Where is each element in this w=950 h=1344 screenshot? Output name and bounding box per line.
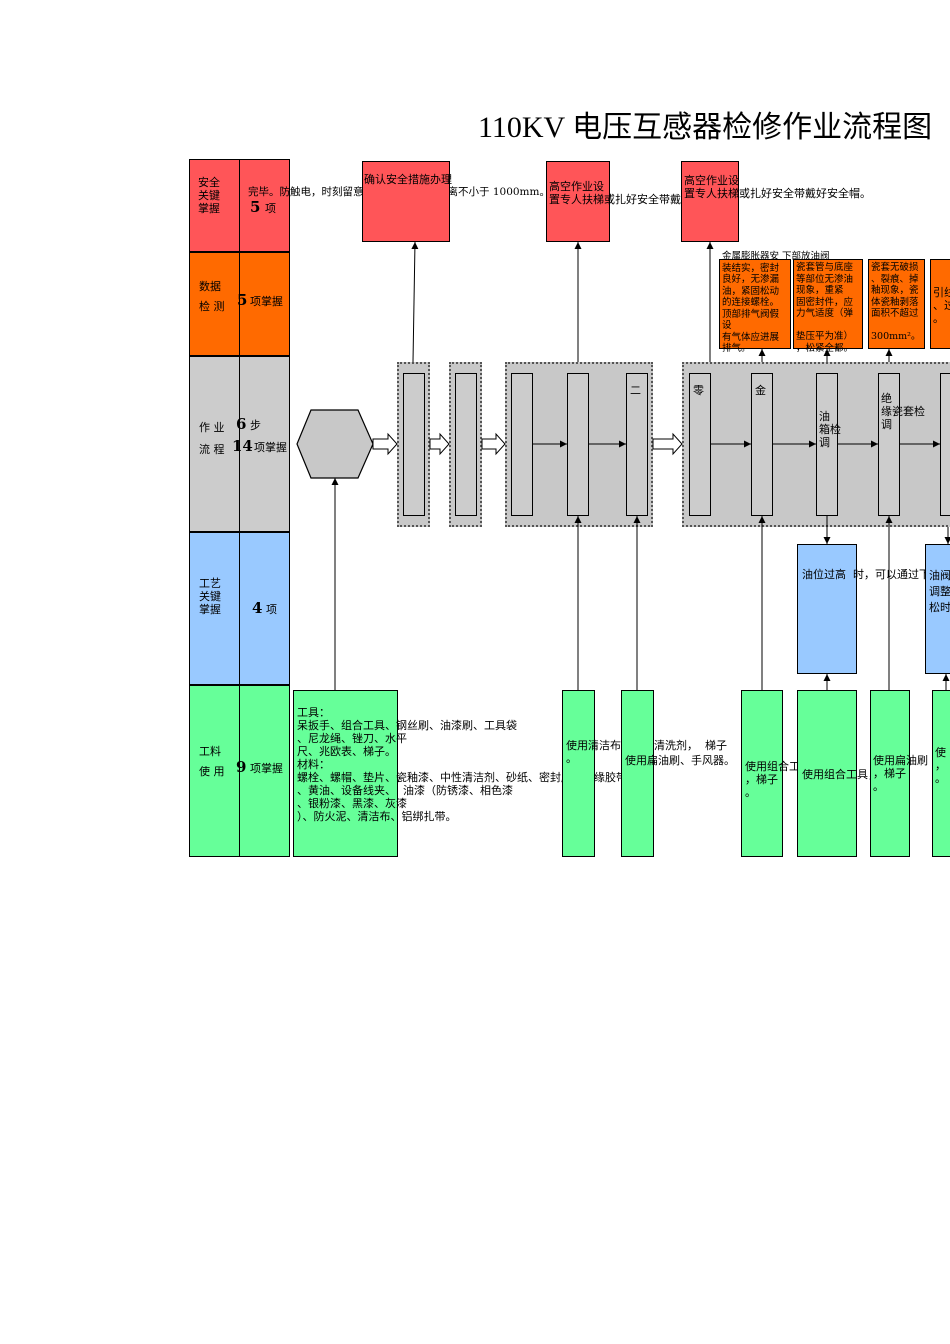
row-label-process: 工艺 关键 掌握 [189,532,240,685]
data-unit: 项掌握 [250,295,283,308]
tools-count: 9 [236,758,247,776]
data-box-3 [868,259,925,349]
row-count-safety: 5 项 [239,159,290,252]
tools-unit: 项掌握 [250,762,283,775]
data-box-2 [793,259,863,349]
flow-step-3b [567,373,589,516]
block-arrow-1 [372,432,398,456]
flow-step-label-er: 二 [630,384,641,397]
flow-label: 作 业 流 程 [199,421,225,456]
row-count-flow: 6 步 14 项掌握 [232,356,290,532]
data-text-expander: 金属膨胀器安 下部放油阀 装结实，密封 良好，无渗漏 油，紧固松动 的连接螺栓。… [722,251,830,354]
data-box-1 [719,259,791,349]
flow-count-steps: 6 [236,415,247,433]
page-title: 110KV 电压互感器检修作业流程图 [478,111,933,144]
safety-unit: 项 [265,202,276,215]
tools-text-brush-2: 使用扁油刷 ，梯子 。 [873,754,928,793]
flow-step-4d: 绝 缘瓷套检 调 [878,373,925,516]
tools-box-3 [621,690,654,857]
process-text-valve: 油阀 调整 松时 [929,569,950,614]
data-text-bushing-seal: 瓷套管与底座 等部位无渗油 现象，重紧 固密封件，应 力气适度（弹 垫压平为准）… [796,262,854,354]
flow-step-label-oil-tank: 油 箱检 调 [819,410,841,449]
data-label: 数据 检 测 [199,280,225,313]
data-text-porcelain: 瓷套无破损 、裂痕、掉 釉现象，瓷 体瓷釉剥落 面积不超过 300mm²。 [871,262,921,342]
row-count-tools: 9 项掌握 [236,685,290,857]
flow-step-label-insulator: 绝 缘瓷套检 调 [881,392,925,431]
process-count: 4 [252,599,263,617]
flow-step-2 [455,373,477,516]
row-label-safety: 安全 关键 掌握 [189,159,240,252]
tools-box-1 [293,690,398,857]
start-node-hexagon [296,409,374,479]
process-box-2 [925,544,950,674]
safety-box-1 [362,161,450,242]
process-label: 工艺 关键 掌握 [199,577,221,616]
flow-step-4e [940,373,950,516]
tools-box-7 [932,690,950,857]
tools-text-combo-1: 使用组合工具 ，梯子 。 [745,760,811,799]
tools-text-list: 工具： 呆扳手、组合工具、钢丝刷、油漆刷、工具袋 、尼龙绳、锉刀、水平 尺、兆欧… [297,706,627,823]
flow-step-3a [511,373,533,516]
safety-box-2 [546,161,610,242]
flow-step-4c: 油 箱检 调 [816,373,841,516]
tools-box-6 [870,690,910,857]
safety-count: 5 [250,198,261,216]
flow-step-label-jin: 金 [755,384,766,397]
flow-count-items: 14 [232,437,253,455]
tools-text-combo-2: 使用组合工具， [802,768,879,781]
tools-box-2 [562,690,595,857]
data-count: 5 [237,291,248,309]
block-arrow-3 [481,432,506,456]
flow-step-4a: 零 [689,373,711,516]
tools-box-5 [797,690,857,857]
flow-step-4b: 金 [751,373,773,516]
flow-unit-items: 项掌握 [254,441,287,454]
safety-text-height-2: 高空作业设 置专人扶梯或扎好安全带戴好安全帽。 [684,174,871,200]
flow-step-3c: 二 [626,373,648,516]
safety-label: 安全 关键 掌握 [198,176,220,215]
block-arrow-2 [429,432,450,456]
safety-text-confirm: 确认安全措施办理 [364,173,452,186]
tools-label: 工料 使 用 [199,745,225,778]
flow-unit-steps: 步 [250,419,261,432]
row-count-data: 5 项掌握 [237,252,290,356]
data-text-lead: 引线 、过 。 [933,286,950,325]
tools-text-brush: 使用扁油刷、手风器。 [625,754,735,767]
data-box-4 [930,259,950,349]
process-unit: 项 [266,603,277,616]
flow-step-label-ling: 零 [693,384,704,397]
row-label-flow: 作 业 流 程 [189,356,240,532]
tools-box-4 [741,690,783,857]
process-box-1 [797,544,857,674]
row-count-process: 4 项 [239,532,290,685]
row-label-tools: 工料 使 用 [189,685,240,857]
block-arrow-4 [652,432,683,456]
safety-box-3 [681,161,739,242]
flow-step-1 [403,373,425,516]
arrow-to-safety-1 [411,241,419,363]
tools-text-partial: 使 ， 。 [935,746,946,785]
row-label-data: 数据 检 测 [189,252,240,356]
